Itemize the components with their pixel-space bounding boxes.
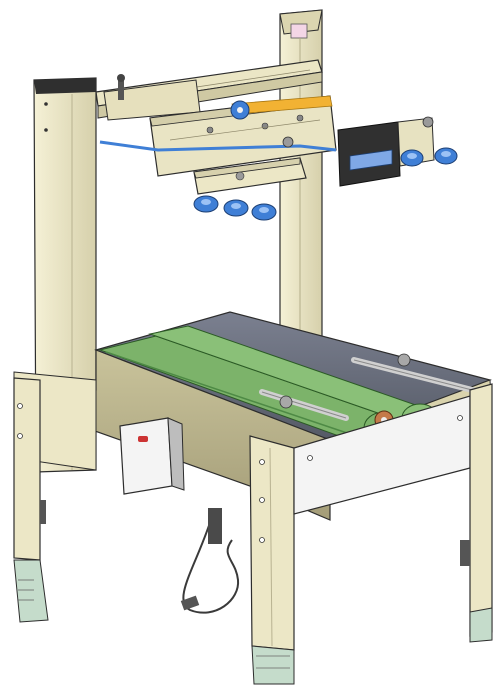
front-left-leg <box>13 377 49 623</box>
height-scale-marks <box>18 579 290 669</box>
head-front-arm <box>193 136 307 221</box>
control-box <box>119 417 185 495</box>
front-right-leg <box>249 435 295 685</box>
head-rollers-right <box>400 147 458 167</box>
rear-right-leg <box>460 383 493 643</box>
side-guide-rails <box>259 353 483 421</box>
tape-cutter-box <box>337 116 435 187</box>
power-cable <box>180 508 240 614</box>
top-taping-head <box>99 74 337 177</box>
